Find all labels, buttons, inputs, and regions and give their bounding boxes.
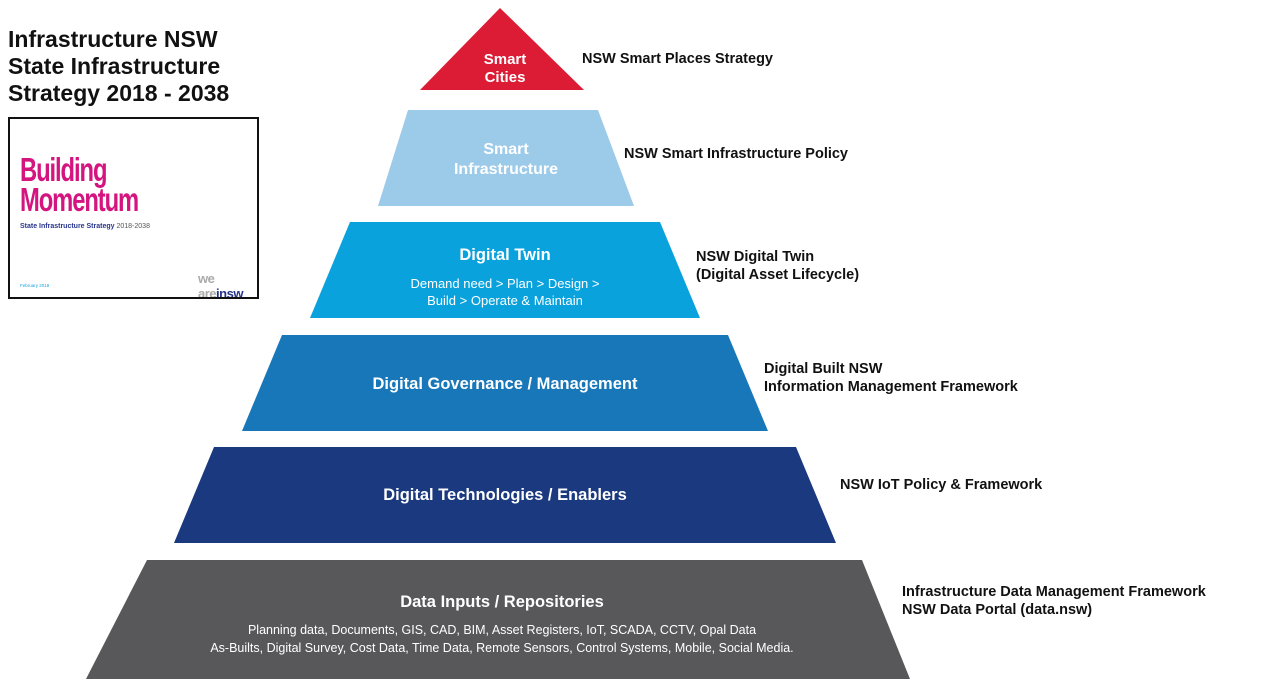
digital-twin-body-2: Build > Operate & Maintain <box>427 293 583 308</box>
label-smart-infrastructure-policy: NSW Smart Infrastructure Policy <box>624 146 848 162</box>
cover-subtitle-years: 2018-2038 <box>116 223 150 230</box>
tier-smart-cities <box>420 8 584 90</box>
tier-digital-technologies <box>174 447 836 543</box>
cover-title-line-1: Building <box>20 151 107 188</box>
tier-digital-twin <box>310 222 700 318</box>
smart-cities-title-1: Smart <box>484 51 527 68</box>
cover-title: Building Momentum <box>20 151 139 218</box>
title-line-2: State Infrastructure <box>8 53 221 79</box>
label-data-management: Infrastructure Data Management Framework… <box>902 583 1206 619</box>
label-digital-built-line-1: Digital Built NSW <box>764 361 883 377</box>
smart-cities-title-2: Cities <box>485 69 526 86</box>
data-inputs-body-2: As-Builts, Digital Survey, Cost Data, Ti… <box>210 641 793 655</box>
logo-text: we are <box>198 271 217 299</box>
label-digital-twin: NSW Digital Twin (Digital Asset Lifecycl… <box>696 248 859 284</box>
label-data-management-line-1: Infrastructure Data Management Framework <box>902 584 1206 600</box>
digital-governance-title: Digital Governance / Management <box>373 375 638 393</box>
title-line-3: Strategy 2018 - 2038 <box>8 80 230 106</box>
cover-title-line-2: Momentum <box>20 181 139 218</box>
title-line-1: Infrastructure NSW <box>8 26 218 52</box>
tier-data-inputs <box>86 560 910 679</box>
logo-brand: insw <box>216 286 243 299</box>
label-digital-twin-line-1: NSW Digital Twin <box>696 249 815 265</box>
tier-smart-infrastructure <box>378 110 634 206</box>
label-digital-twin-line-2: (Digital Asset Lifecycle) <box>696 267 860 283</box>
smart-infrastructure-title-2: Infrastructure <box>454 161 558 178</box>
label-smart-places-strategy: NSW Smart Places Strategy <box>582 51 773 67</box>
cover-subtitle: State Infrastructure Strategy 2018-2038 <box>20 223 150 230</box>
strategy-cover-image: Building Momentum State Infrastructure S… <box>8 117 259 299</box>
page-title: Infrastructure NSW State Infrastructure … <box>8 26 229 107</box>
label-digital-built-nsw: Digital Built NSW Information Management… <box>764 360 1018 396</box>
tier-digital-governance <box>242 335 768 431</box>
data-inputs-body-1: Planning data, Documents, GIS, CAD, BIM,… <box>248 623 756 637</box>
label-data-portal-line-2: NSW Data Portal (data.nsw) <box>902 602 1093 618</box>
insw-logo: we areinsw <box>198 271 257 299</box>
digital-twin-title: Digital Twin <box>459 246 550 264</box>
label-digital-built-line-2: Information Management Framework <box>764 379 1018 395</box>
cover-date: February 2018 <box>20 283 50 288</box>
label-iot-policy: NSW IoT Policy & Framework <box>840 477 1043 493</box>
digital-technologies-title: Digital Technologies / Enablers <box>383 486 627 504</box>
digital-twin-body-1: Demand need > Plan > Design > <box>411 276 600 291</box>
smart-infrastructure-title-1: Smart <box>483 141 529 158</box>
cover-subtitle-bold: State Infrastructure Strategy <box>20 223 115 230</box>
data-inputs-title: Data Inputs / Repositories <box>400 593 604 611</box>
